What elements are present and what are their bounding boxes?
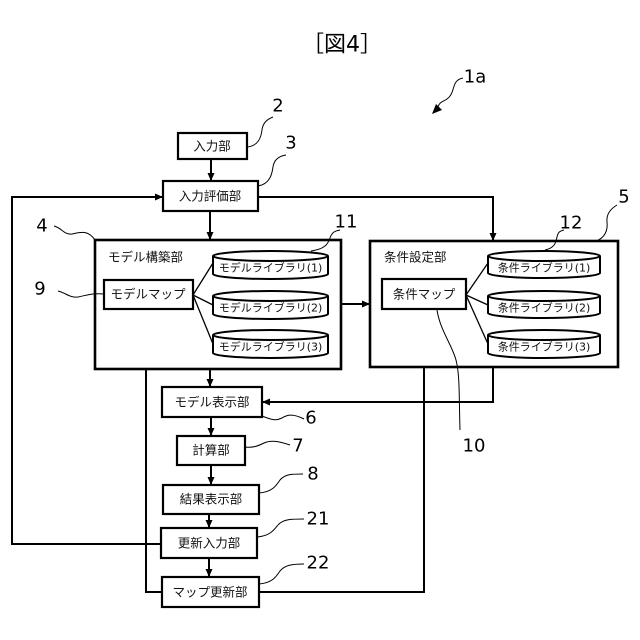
ref-8: 8 [307, 464, 318, 485]
model-map-label: モデルマップ [110, 287, 186, 302]
leader-6 [262, 415, 304, 420]
result-display-label: 結果表示部 [180, 492, 243, 507]
condition-library-3: 条件ライブラリ(3) [488, 330, 600, 358]
condition-library-label: 条件ライブラリ(1) [498, 261, 591, 275]
input-unit-label: 入力部 [193, 139, 231, 154]
leader-5 [596, 205, 617, 241]
input-unit: 入力部 [178, 133, 247, 159]
result-display-unit: 結果表示部 [163, 485, 259, 514]
map-updater-label: マップ更新部 [172, 585, 247, 600]
ref-5: 5 [618, 187, 629, 208]
calculator-unit: 計算部 [177, 436, 245, 465]
ref-4: 4 [36, 216, 47, 237]
condition-library-label: 条件ライブラリ(2) [498, 301, 591, 315]
ref-3: 3 [285, 133, 296, 154]
system-ref-leader [438, 78, 463, 107]
ref-12: 12 [560, 213, 583, 234]
input-eval-unit: 入力評価部 [163, 181, 258, 211]
condition-map-label: 条件マップ [393, 287, 456, 302]
ref-7: 7 [292, 436, 303, 457]
model-library-label: モデルライブラリ(1) [219, 261, 323, 275]
condition-library-2: 条件ライブラリ(2) [488, 291, 600, 318]
leader-22 [259, 564, 304, 584]
condition-library-1: 条件ライブラリ(1) [488, 251, 600, 278]
model-display-label: モデル表示部 [174, 395, 249, 410]
model-display-unit: モデル表示部 [162, 387, 262, 417]
map-updater-unit: マップ更新部 [162, 577, 259, 607]
leader-3 [258, 155, 286, 186]
update-input-label: 更新入力部 [178, 536, 241, 551]
system-ref-label: 1a [464, 67, 486, 88]
ref-21: 21 [307, 509, 330, 530]
ref-22: 22 [307, 553, 330, 574]
figure-title: ［図4］ [302, 33, 382, 58]
ref-10: 10 [463, 436, 486, 457]
leader-21 [257, 519, 304, 537]
ref-2: 2 [272, 96, 283, 117]
system-ref-arrowhead-icon [432, 104, 442, 114]
model-library-label: モデルライブラリ(3) [219, 340, 323, 354]
condition-library-label: 条件ライブラリ(3) [498, 340, 591, 354]
model-builder: モデル構築部 モデルマップ モデルライブラリ(1) モデルライブラリ(2) モデ… [95, 240, 341, 369]
condition-setter-label: 条件設定部 [384, 250, 447, 265]
input-eval-unit-label: 入力評価部 [179, 189, 242, 204]
model-library-3: モデルライブラリ(3) [213, 330, 328, 358]
leader-8 [259, 474, 303, 493]
model-library-1: モデルライブラリ(1) [213, 251, 328, 279]
ref-9: 9 [34, 279, 45, 300]
leader-4 [54, 226, 95, 240]
calculator-label: 計算部 [192, 443, 230, 458]
model-builder-label: モデル構築部 [108, 250, 183, 265]
model-library-2: モデルライブラリ(2) [213, 291, 328, 319]
ref-11: 11 [335, 212, 358, 233]
system-ref-pointer: 1a [432, 67, 486, 115]
arrow-eval-to-condition-setter [258, 197, 493, 240]
update-input-unit: 更新入力部 [161, 528, 257, 558]
model-library-label: モデルライブラリ(2) [219, 301, 323, 315]
condition-setter: 条件設定部 条件マップ 条件ライブラリ(1) 条件ライブラリ(2) 条件ライブラ… [370, 241, 618, 367]
leader-2 [247, 117, 273, 147]
ref-6: 6 [305, 408, 316, 429]
leader-7 [245, 441, 290, 447]
